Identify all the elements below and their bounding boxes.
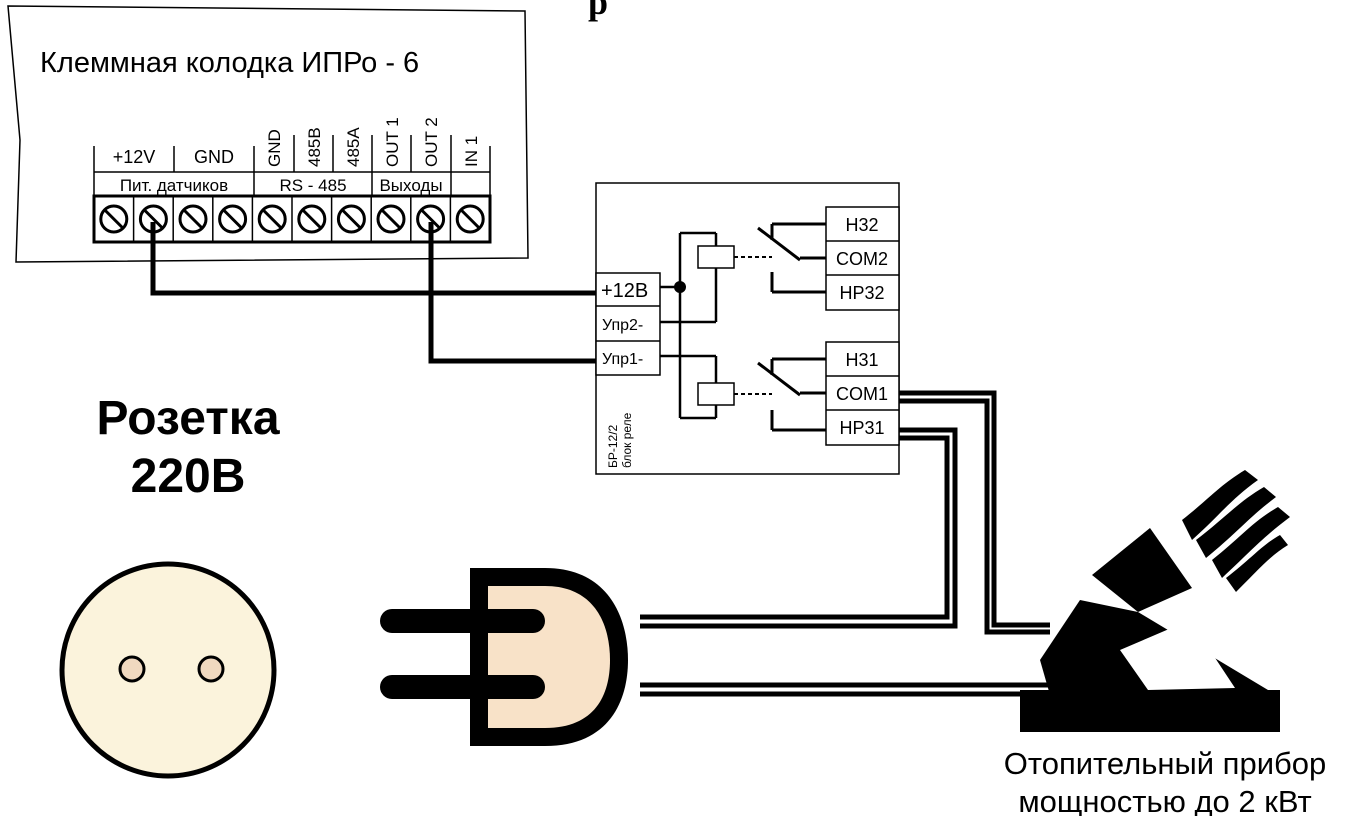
screw-slot-5 (262, 208, 283, 230)
label-485a: 485A (344, 127, 363, 167)
relay-contacts (757, 222, 826, 432)
group-outputs: Выходы (379, 176, 442, 195)
terminal-nc1: Н31 (845, 350, 878, 370)
cropped-title-glyph: р (588, 0, 608, 22)
label-gnd-rs485: GND (265, 129, 284, 167)
label-out2: OUT 2 (422, 117, 441, 167)
relay-internal-wiring (660, 231, 718, 420)
terminal-nc2: Н32 (845, 215, 878, 235)
terminal-com2: COM2 (836, 249, 888, 269)
socket-icon (59, 561, 277, 779)
screw-slot-3 (182, 208, 204, 230)
label-plus12v: +12V (113, 147, 156, 167)
heater-caption-line1: Отопительный прибор (1004, 746, 1327, 781)
screw-slot-4 (222, 208, 243, 230)
plug-pin-bottom (380, 675, 545, 699)
label-gnd-power: GND (194, 147, 234, 167)
relay-block: +12В Упр2- Упр1- Н32 COM2 НР32 Н31 COM1 … (595, 182, 900, 475)
relay-input-plus12v: +12В (601, 280, 648, 302)
screw-slot-2 (143, 208, 164, 230)
label-in1: IN 1 (462, 136, 481, 167)
terminal-no1: НР31 (839, 418, 884, 438)
relay-coil-2 (697, 245, 735, 269)
socket-hole-right (197, 655, 225, 683)
plug-icon (380, 568, 628, 746)
terminal-no2: НР32 (839, 283, 884, 303)
screw-slot-6 (301, 208, 322, 230)
group-rs485: RS - 485 (279, 176, 346, 195)
heater-caption-line2: мощностью до 2 кВт (1018, 784, 1311, 816)
relay-outputs-bottom (825, 341, 900, 446)
relay-coil-1 (697, 382, 735, 406)
screw-slot-8 (380, 208, 402, 230)
label-out1: OUT 1 (383, 117, 402, 167)
power-wires (640, 390, 1050, 697)
relay-input-ctrl2: Упр2- (602, 317, 643, 334)
junction-dot (674, 281, 686, 293)
screw-slot-10 (460, 208, 481, 230)
socket-hole-left (118, 655, 146, 683)
screw-slot-9 (420, 208, 441, 230)
terminal-block-panel: Клеммная колодка ИПРо - 6 +12V GND GND 4… (7, 5, 529, 263)
relay-caption: блок реле (620, 412, 634, 468)
terminal-com1: COM1 (836, 384, 888, 404)
plug-pin-top (380, 609, 545, 633)
relay-model: БР-12/2 (606, 424, 620, 468)
group-sensor-power: Пит. датчиков (120, 176, 228, 195)
label-485b: 485B (305, 127, 324, 167)
socket-title: Розетка (96, 392, 279, 445)
relay-outputs-top (825, 206, 900, 311)
screw-slot-1 (103, 208, 124, 230)
panel-title: Клеммная колодка ИПРо - 6 (40, 47, 419, 79)
control-wires (150, 222, 596, 364)
relay-input-ctrl1: Упр1- (602, 351, 643, 368)
screw-terminals (99, 196, 485, 242)
heater-icon: Отопительный прибор мощностью до 2 кВт (1004, 470, 1327, 816)
relay-input-terminals (595, 272, 661, 376)
socket-voltage: 220В (131, 450, 246, 503)
screw-slot-7 (341, 208, 362, 230)
socket-group: Розетка 220В (59, 392, 280, 779)
